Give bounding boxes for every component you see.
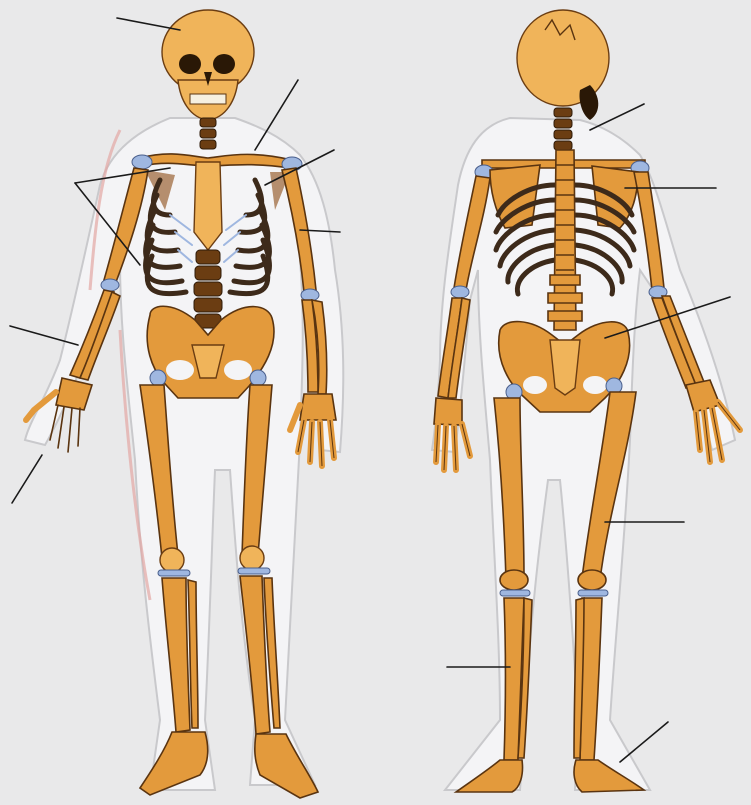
front-foot-left [255,734,318,798]
front-patella-left [240,546,264,570]
back-skeleton-figure [432,10,740,792]
front-cervical-spine [200,118,216,149]
front-lumbar-spine [194,250,222,328]
front-leader-hand [12,455,42,503]
front-leader-skull [117,18,180,30]
front-patella-right [160,548,184,572]
front-skull [162,10,254,120]
back-hand-right [434,398,470,470]
front-skeleton-figure [10,10,343,798]
back-leader-cervical [590,104,644,130]
front-shoulder-joint-right [132,155,152,169]
back-leader-foot [620,722,668,762]
back-skull [517,10,609,120]
